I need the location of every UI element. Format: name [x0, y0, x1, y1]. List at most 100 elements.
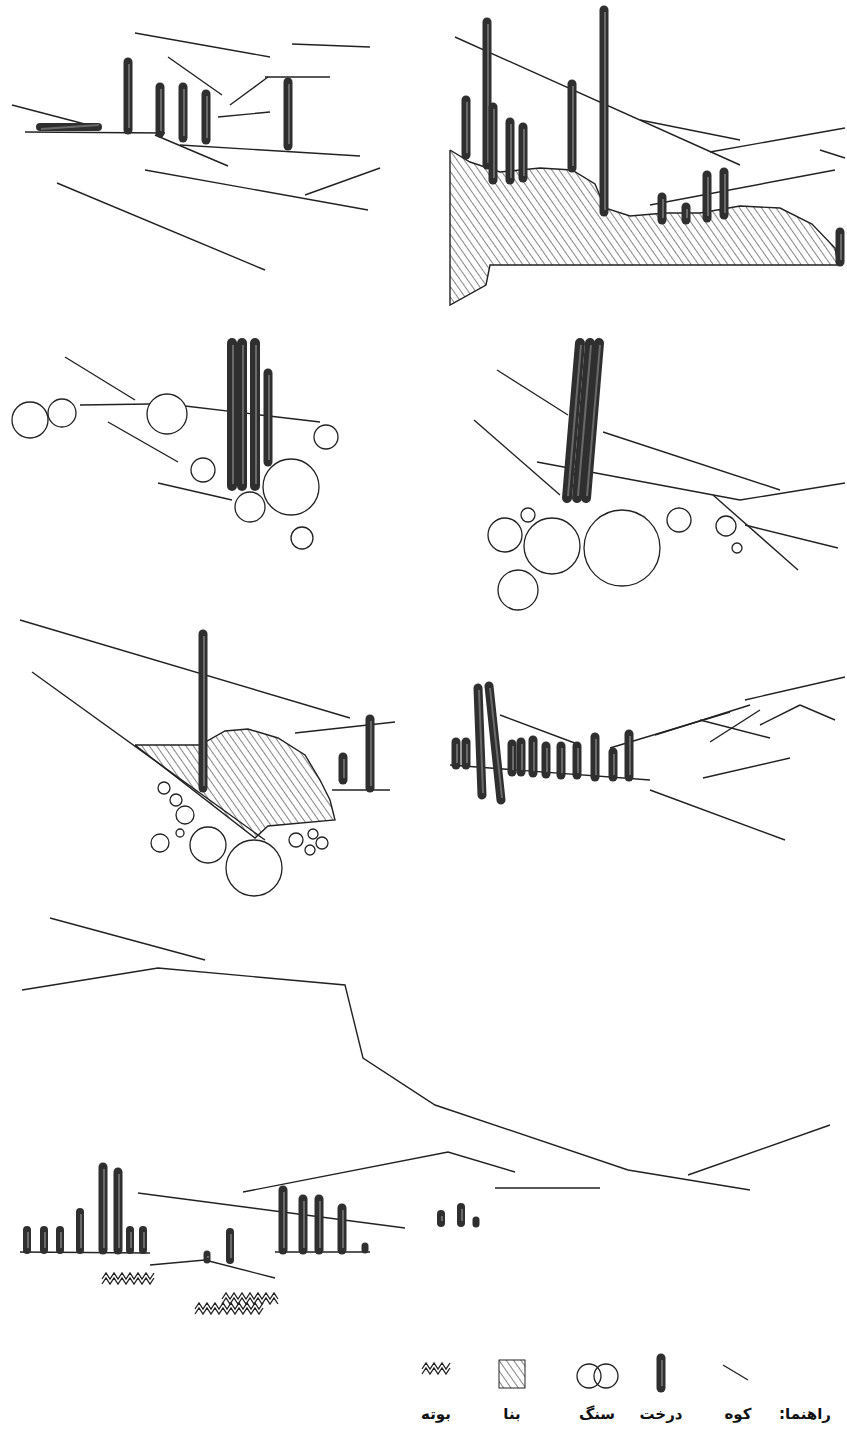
stone-circle — [584, 510, 660, 586]
mountain-line — [168, 57, 222, 95]
tree-bar — [568, 84, 577, 168]
tree-bar — [437, 1214, 445, 1223]
tree-bar — [250, 343, 260, 486]
tree-shade — [303, 1201, 305, 1248]
mountain-line — [710, 128, 845, 152]
stone-circle — [594, 1364, 618, 1388]
mountain-line — [138, 1193, 405, 1228]
stone-circle — [147, 394, 187, 434]
tree-shade — [230, 1234, 232, 1258]
tree-shade — [613, 754, 615, 775]
tree-bar — [237, 343, 247, 486]
tree-shade — [686, 209, 688, 218]
mountain-line — [305, 168, 380, 195]
stone-circle — [291, 527, 313, 549]
mountain-line — [332, 789, 390, 790]
tree-shade — [466, 102, 468, 153]
legend-label: سنگ — [579, 1405, 615, 1423]
stone-circle — [191, 458, 215, 482]
tree-shade — [493, 109, 495, 178]
stone-circle — [716, 516, 736, 536]
legend-label: درخت — [639, 1405, 682, 1423]
tree-bar — [299, 1199, 308, 1250]
stone-circle — [158, 782, 170, 794]
mountain-line — [455, 37, 740, 165]
tree-shade — [183, 89, 185, 136]
tree-shade — [370, 721, 372, 786]
tree-bar — [126, 1230, 134, 1250]
mountain-line — [700, 720, 770, 738]
tree-bar — [40, 123, 98, 131]
tree-bar — [204, 1254, 211, 1260]
mountain-line — [745, 677, 845, 700]
mountain-line — [180, 145, 360, 156]
stone-circle — [732, 543, 742, 553]
mountain-line — [108, 422, 178, 462]
tree-shade — [587, 345, 600, 496]
tree-bar — [489, 107, 498, 180]
tree-bar — [557, 746, 566, 775]
tree-bar — [124, 62, 133, 130]
mountain-line — [497, 370, 568, 415]
legend-title: راهنما: — [779, 1405, 831, 1423]
mountain-line — [713, 495, 798, 570]
stone-circle — [305, 845, 315, 855]
stone-circle — [263, 459, 319, 515]
tree-bar — [179, 87, 188, 138]
tree-shade — [840, 234, 842, 260]
stone-circle — [521, 508, 535, 522]
tree-shade — [604, 12, 606, 210]
tree-shade — [130, 1232, 132, 1248]
tree-bar — [658, 197, 667, 220]
stone-circle — [498, 570, 538, 610]
tree-bar — [264, 373, 273, 462]
stone-circle — [12, 402, 48, 438]
tree-bar — [156, 87, 165, 133]
mountain-line — [65, 357, 135, 400]
tree-bar — [139, 1230, 147, 1250]
tree-shade — [27, 1232, 29, 1248]
tree-shade — [343, 759, 345, 778]
tree-bar — [452, 742, 461, 765]
mountain-line — [80, 404, 150, 405]
mountain-line — [230, 77, 268, 105]
legend-label: کوه — [725, 1405, 752, 1423]
mountain-line — [650, 790, 785, 840]
tree-shade — [60, 1232, 62, 1248]
tree-bar — [114, 1172, 123, 1250]
tree-shade — [319, 1201, 321, 1248]
tree-shade — [207, 1256, 209, 1258]
mountain-line — [800, 705, 835, 720]
tree-bar — [99, 1167, 108, 1250]
tree-bar — [366, 719, 375, 788]
tree-shade — [510, 124, 512, 178]
tree-bar — [542, 746, 551, 774]
mountain-line — [603, 432, 780, 490]
mountain-line — [32, 672, 265, 840]
tree-shade — [707, 177, 709, 216]
shrub-zigzag — [102, 1278, 154, 1284]
building-hatch — [135, 729, 335, 838]
tree-shade — [521, 744, 523, 770]
stone-circle — [524, 518, 580, 574]
stone-circle — [308, 829, 318, 839]
tree-bar — [362, 1246, 369, 1250]
tree-bar — [23, 1230, 31, 1250]
mountain-line — [50, 918, 205, 960]
tree-shade — [490, 688, 502, 798]
tree-bar — [489, 686, 501, 800]
legend-label: بوته — [421, 1405, 451, 1423]
tree-shade — [441, 1216, 443, 1221]
tree-shade — [724, 174, 726, 213]
tree-bar — [315, 1199, 324, 1250]
tree-shade — [103, 1169, 105, 1248]
mountain-line — [150, 1260, 275, 1278]
tree-shade — [456, 744, 458, 763]
tree-shade — [523, 129, 525, 176]
tree-shade — [629, 736, 631, 775]
mountain-line — [495, 1187, 600, 1188]
stone-circle — [190, 827, 226, 863]
mountain-line — [145, 170, 368, 210]
tree-shade — [41, 125, 99, 129]
stone-circle — [226, 840, 282, 896]
